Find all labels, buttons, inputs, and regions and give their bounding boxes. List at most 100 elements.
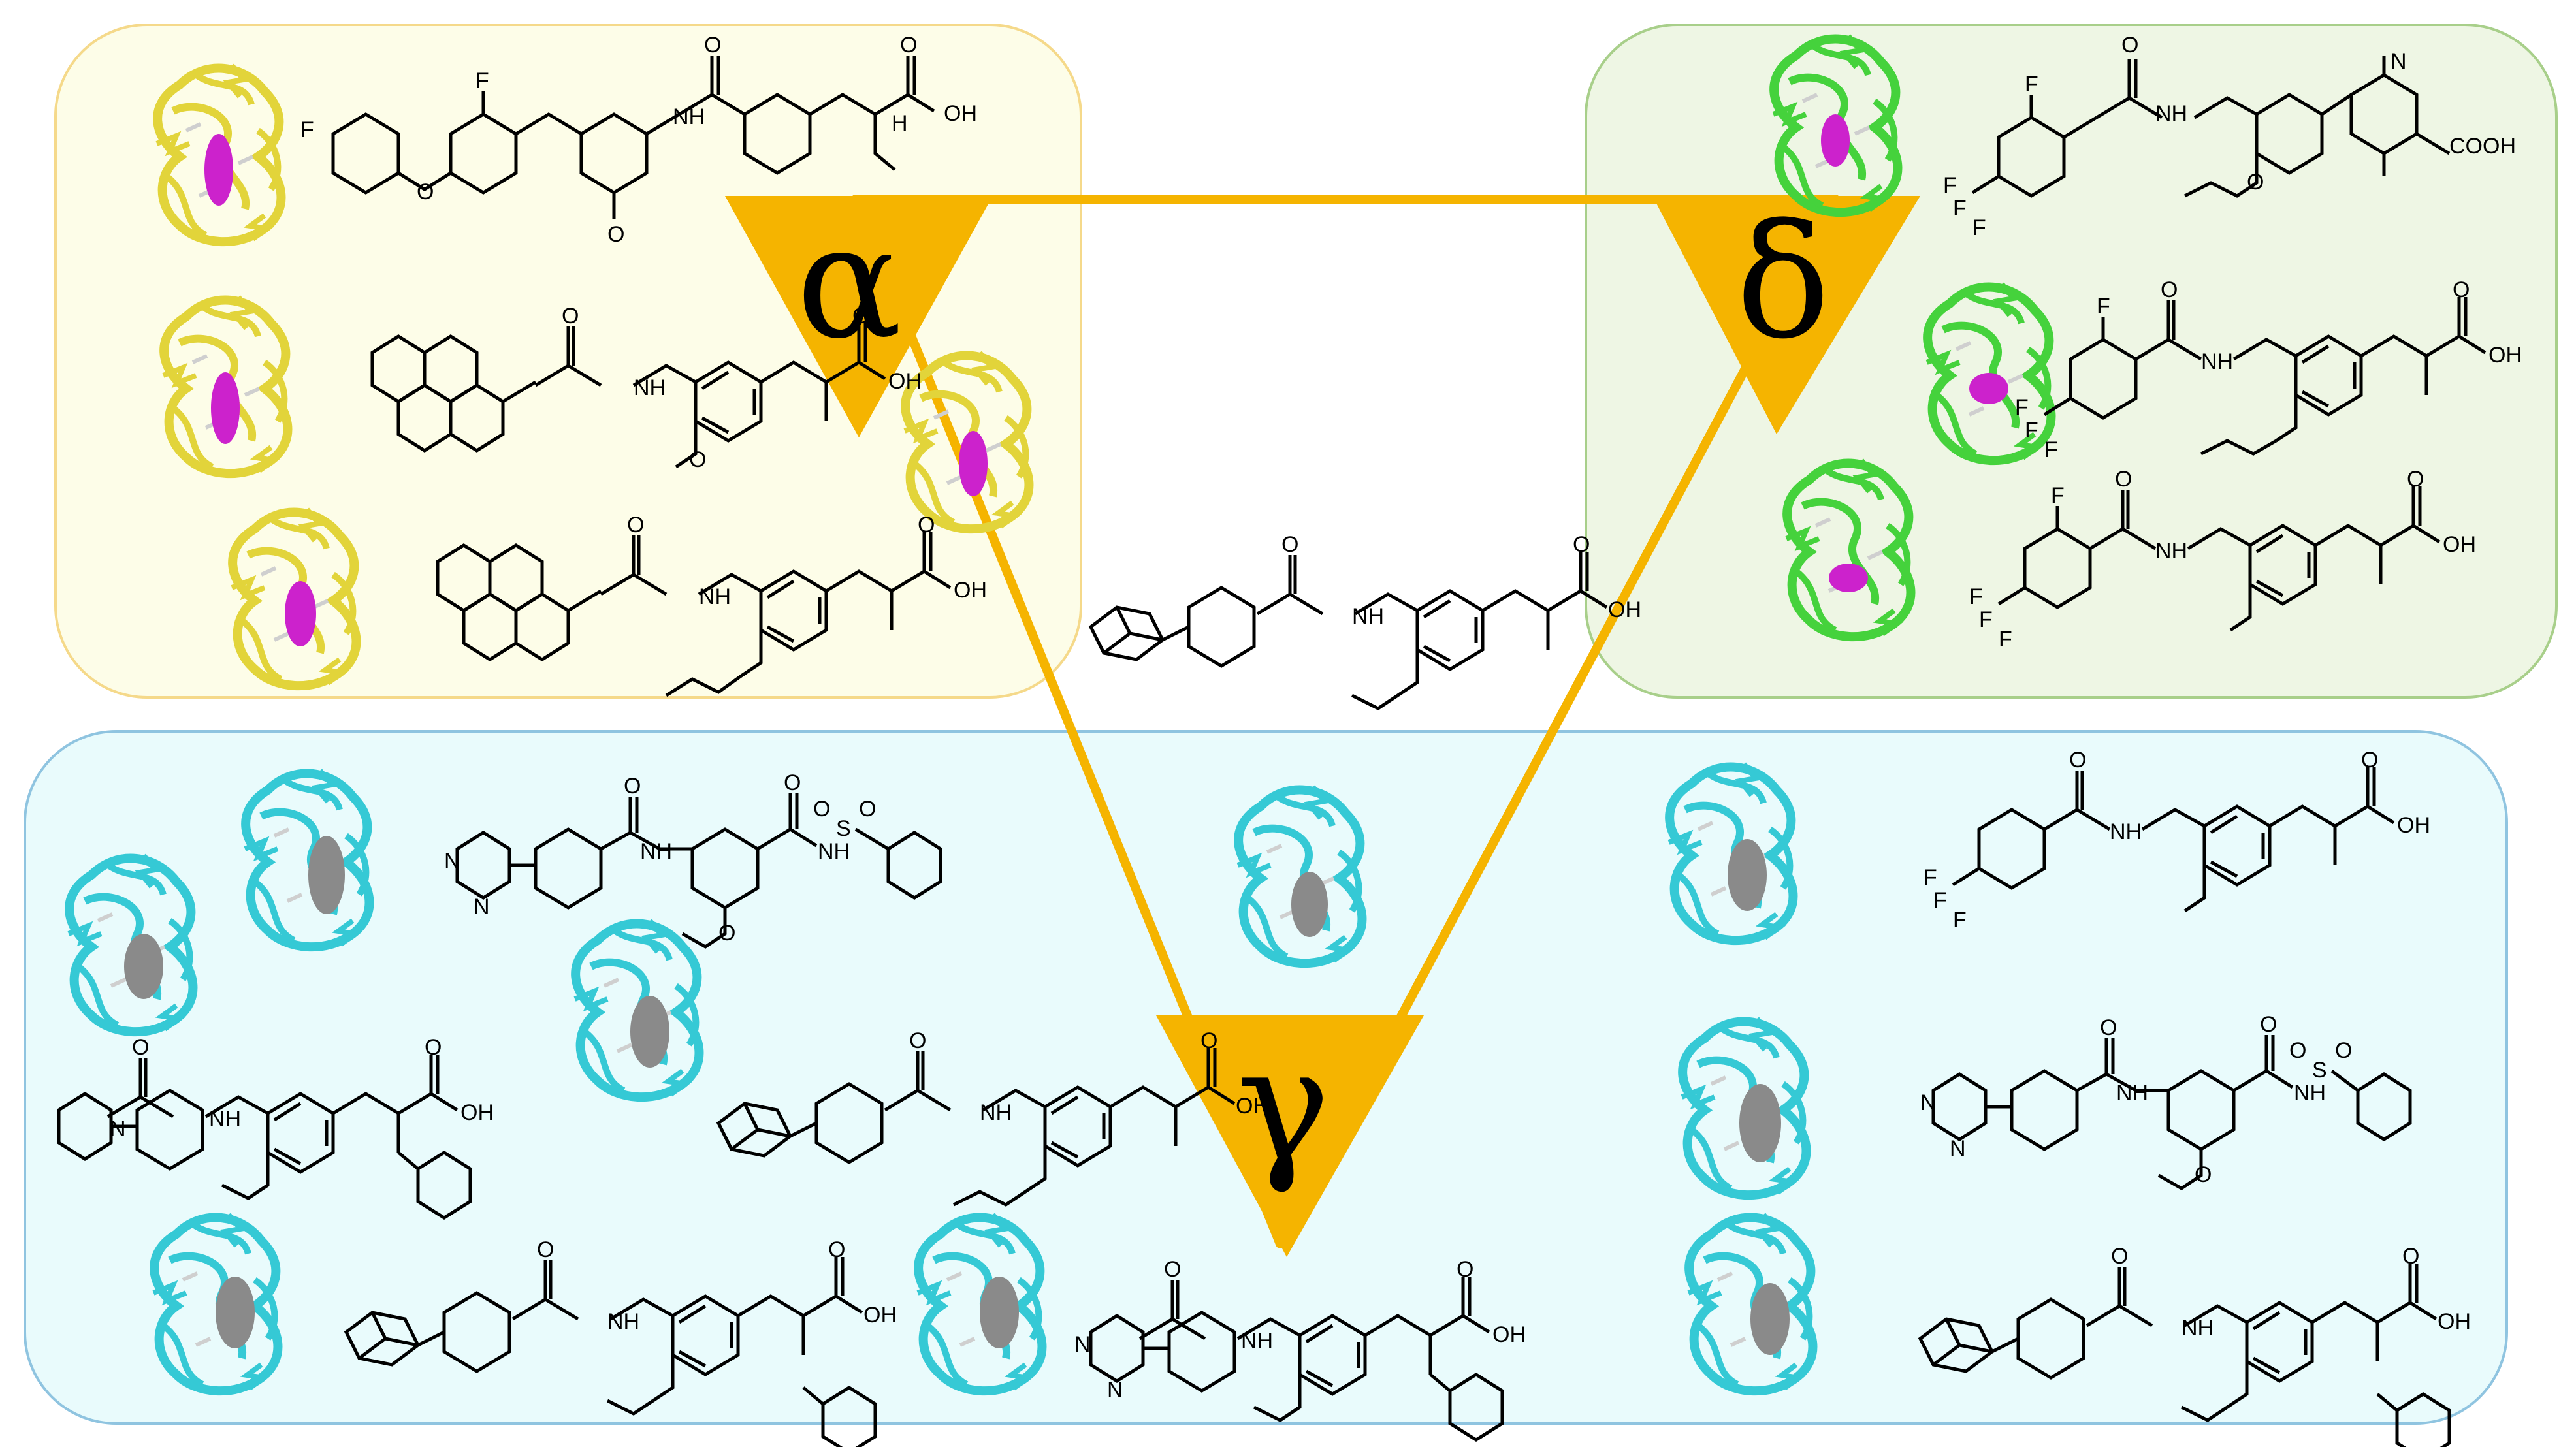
o-label: O (2121, 33, 2138, 57)
n-label: N (444, 849, 460, 874)
nh-label: NH (209, 1107, 241, 1132)
n-label: N (1074, 1332, 1091, 1357)
molecule: N N NH O O O NH S O O (1920, 1012, 2412, 1190)
f-label: F (300, 118, 314, 142)
molecule: N NH O O OH (57, 1035, 494, 1220)
s-label: S (2312, 1058, 2327, 1083)
o-label: O (859, 797, 876, 821)
f-label: F (1953, 196, 1967, 221)
o-label: O (627, 513, 644, 537)
f-label: F (1969, 584, 1983, 609)
oh-label: OH (2488, 343, 2522, 368)
protein-ribbon-icon (157, 65, 281, 242)
o-label: O (2407, 467, 2424, 492)
o-label: O (132, 1035, 149, 1060)
nh-label: NH (818, 839, 850, 864)
oh-label: OH (944, 101, 977, 126)
molecule: NH O O OH (344, 1237, 897, 1447)
o-label: O (2289, 1038, 2306, 1063)
oh-label: OH (1492, 1322, 1526, 1347)
o-label: O (2453, 278, 2470, 302)
nh-label: NH (634, 375, 666, 400)
nh-label: NH (607, 1309, 639, 1334)
f-label: F (1933, 888, 1947, 913)
o-label: O (2100, 1015, 2117, 1040)
protein-ribbon-icon (69, 855, 193, 1032)
o-label: O (417, 180, 434, 204)
f-label: F (475, 69, 489, 93)
o-label: O (1573, 532, 1590, 557)
nh-label: NH (2201, 349, 2233, 374)
nh-label: NH (2294, 1081, 2326, 1105)
molecule: F O F O NH O O OH H (300, 33, 977, 247)
molecule: N N NH O O OH (1074, 1257, 1526, 1442)
oh-label: OH (954, 578, 987, 603)
o-label: O (900, 33, 917, 57)
f-label: F (2025, 418, 2038, 443)
protein-ribbon-icon (1927, 284, 2051, 460)
protein-ribbon-icon (918, 1215, 1042, 1391)
h-label: H (892, 111, 908, 136)
delta-label: δ (1736, 191, 1831, 374)
o-label: O (562, 304, 579, 328)
nh-label: NH (980, 1100, 1012, 1125)
o-label: O (1164, 1257, 1181, 1282)
oh-label: OH (1236, 1094, 1269, 1119)
nh-label: NH (673, 104, 705, 129)
oh-label: OH (2438, 1309, 2471, 1334)
f-label: F (2015, 395, 2029, 420)
n-label: N (110, 1117, 126, 1141)
protein-ribbon-icon (1682, 1019, 1806, 1195)
f-label: F (1953, 908, 1967, 932)
nh-label: NH (1241, 1329, 1273, 1354)
f-label: F (2051, 483, 2065, 508)
molecule: NH O O OH (436, 513, 987, 697)
o-label: O (813, 797, 830, 821)
o-label: O (624, 774, 641, 799)
f-label: F (2025, 72, 2038, 97)
n-label: N (1107, 1378, 1123, 1403)
protein-ribbon-icon (1786, 460, 1910, 637)
o-label: O (425, 1035, 442, 1060)
f-label: F (1979, 607, 1993, 632)
delta-vertex-marker (1652, 196, 1920, 434)
alpha-label: α (796, 191, 902, 374)
gamma-label: γ (1236, 1013, 1330, 1196)
nh-label: NH (2155, 539, 2187, 564)
protein-ribbon-icon (232, 509, 356, 686)
protein-ribbon-icon (1238, 787, 1362, 963)
nh-label: NH (2182, 1316, 2214, 1341)
f-label: F (1924, 865, 1937, 890)
o-label: O (689, 447, 706, 472)
o-label: O (909, 1028, 926, 1053)
n-label: N (1950, 1136, 1966, 1161)
protein-ribbon-icon (1669, 764, 1793, 940)
o-label: O (1200, 1028, 1217, 1053)
alpha-vertex-marker (725, 196, 993, 437)
o-label: O (2402, 1244, 2419, 1269)
o-label: O (2361, 748, 2378, 772)
n-label: N (1920, 1090, 1937, 1115)
molecule: NH O O OH (1918, 1244, 2471, 1447)
protein-ribbon-icon (163, 297, 287, 473)
o-label: O (2247, 170, 2264, 195)
protein-ribbon-icon (1773, 36, 1897, 212)
o-label: O (828, 1237, 845, 1262)
nh-label: NH (2155, 101, 2187, 126)
s-label: S (836, 816, 851, 841)
molecule: N N NH O O O NH S O O (444, 771, 942, 949)
molecule: NH O O OH (716, 1028, 1269, 1207)
o-label: O (704, 33, 721, 57)
molecule: NH O O OH O (370, 304, 922, 472)
cooh-label: COOH (2449, 134, 2516, 159)
o-label: O (2115, 467, 2132, 492)
molecule: F F F NH O O OH (1924, 748, 2430, 932)
nh-label: NH (1352, 604, 1384, 629)
o-label: O (2260, 1012, 2277, 1037)
o-label: O (2195, 1162, 2212, 1187)
o-label: O (2069, 748, 2086, 772)
protein-ribbon-icon (153, 1215, 278, 1391)
o-label: O (2335, 1038, 2352, 1063)
f-label: F (2044, 437, 2058, 462)
